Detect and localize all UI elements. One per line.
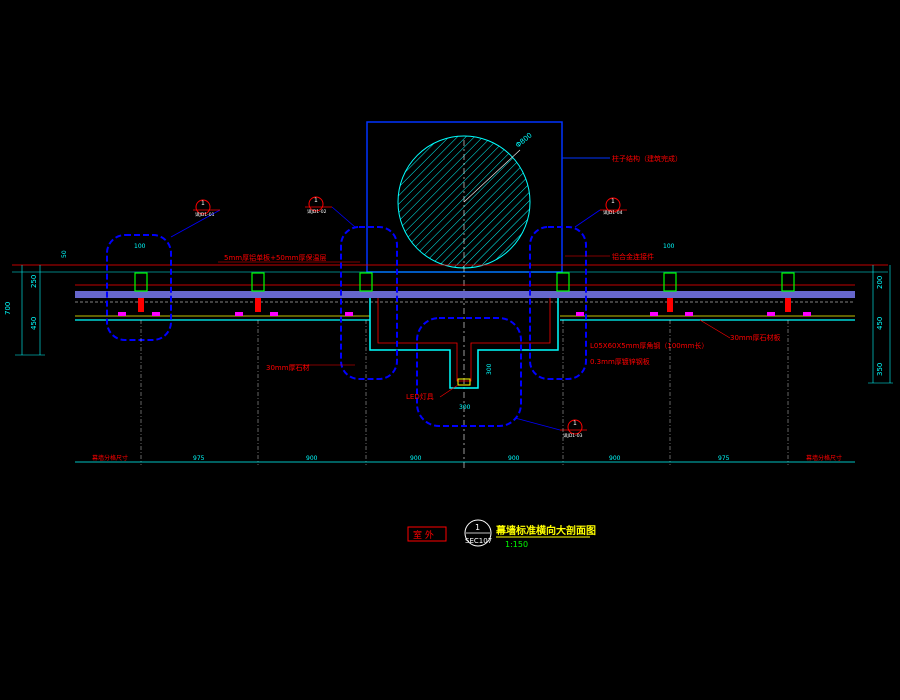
left-dim-450: 450	[30, 317, 38, 330]
location-label: 室 外	[413, 529, 434, 541]
callout-2-sheet: 详JD1-02	[307, 208, 327, 215]
svg-text:900: 900	[609, 455, 621, 462]
right-dim-200: 200	[876, 276, 884, 289]
stone-left-note: 30mm厚石材	[266, 363, 310, 372]
recess-outline	[369, 298, 559, 389]
drawing-scale: 1:150	[505, 540, 528, 549]
brackets	[134, 272, 795, 292]
connector-note: 铝合金连接件	[612, 252, 654, 261]
svg-text:幕墙分格尺寸: 幕墙分格尺寸	[806, 454, 842, 462]
svg-text:975: 975	[718, 455, 730, 462]
title-detail-circle	[464, 519, 492, 547]
center-width: 300	[459, 404, 471, 411]
bolts	[118, 312, 811, 316]
stone-right-leader	[699, 319, 731, 339]
insulation-band	[75, 291, 855, 298]
callout-4-number: 1	[611, 198, 615, 205]
right-dim-350: 350	[876, 363, 884, 376]
callout-3-sheet: 详JD1-03	[563, 432, 583, 439]
callout-bubbles	[106, 226, 587, 427]
callout-2-number: 1	[314, 197, 318, 204]
center-height: 300	[486, 363, 493, 375]
left-dimension-chain	[15, 265, 45, 356]
right-dimension-chain	[868, 265, 893, 384]
location-box	[407, 526, 447, 542]
svg-text:900: 900	[306, 455, 318, 462]
top-dim-50: 50	[61, 250, 68, 258]
callout-marker-3[interactable]: 1 详JD1-03	[514, 417, 587, 439]
callout-1-sheet: 详JD1-01	[195, 211, 215, 218]
galvanized-note: 0.3mm厚镀锌钢板	[590, 357, 650, 366]
extension-lines	[140, 320, 789, 465]
title-sheet-code: SEC107	[465, 537, 492, 545]
right-dim-450: 450	[876, 317, 884, 330]
stone-right-note: 30mm厚石材板	[730, 333, 781, 342]
column-dia-label: Φ800	[514, 131, 534, 149]
drawing-title: 幕墙标准横向大剖面图	[495, 524, 596, 537]
panel-note: 5mm厚铝单板+50mm厚保温层	[224, 253, 327, 262]
svg-text:975: 975	[193, 455, 205, 462]
angle-note: L05X60X5mm厚角钢（100mm长）	[590, 341, 708, 350]
callout-marker-1[interactable]: 1 详JD1-01	[170, 199, 221, 238]
title-detail-number: 1	[475, 523, 480, 532]
callout-marker-4[interactable]: 1 详JD1-04	[574, 197, 627, 228]
svg-text:900: 900	[410, 455, 422, 462]
left-dim-250: 250	[30, 275, 38, 288]
bottom-dim-labels: 幕墙分格尺寸 975 900 900 900 900 975 幕墙分格尺寸	[92, 454, 842, 462]
callout-4-sheet: 详JD1-04	[603, 209, 623, 216]
bubble-width-right: 100	[663, 243, 675, 250]
callout-1-number: 1	[201, 200, 205, 207]
led-light	[457, 378, 471, 386]
column-label: 柱子结构（建筑完成）	[612, 154, 682, 163]
svg-text:900: 900	[508, 455, 520, 462]
column-dia-leader	[463, 149, 521, 203]
callout-marker-2[interactable]: 1 详JD1-02	[305, 196, 356, 228]
recess-inner	[377, 298, 551, 382]
bubble-width-left: 100	[134, 243, 146, 250]
led-note: LED灯具	[406, 392, 434, 401]
anchors	[138, 298, 791, 312]
left-dim-700: 700	[4, 302, 12, 315]
callout-3-number: 1	[573, 420, 577, 427]
svg-text:幕墙分格尺寸: 幕墙分格尺寸	[92, 454, 128, 462]
led-leader	[439, 384, 459, 398]
